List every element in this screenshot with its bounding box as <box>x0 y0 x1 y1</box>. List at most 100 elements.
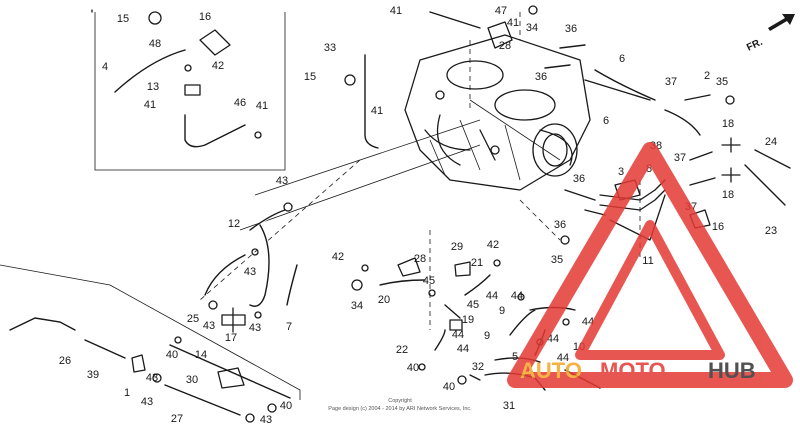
carburetor-assembly <box>404 34 591 191</box>
part-label: 25 <box>187 313 199 325</box>
part-label: 43 <box>203 320 215 332</box>
part-label: 29 <box>451 241 463 253</box>
part-label: 26 <box>59 355 71 367</box>
part-label: 45 <box>423 275 435 287</box>
part-label: 47 <box>495 5 507 17</box>
part-label: 40 <box>407 362 419 374</box>
part-label: 15 <box>117 13 129 25</box>
center-hoses <box>351 257 501 297</box>
part-label: 42 <box>332 251 344 263</box>
copyright-line2: Page design (c) 2004 - 2014 by ARI Netwo… <box>328 406 472 412</box>
part-label: 43 <box>260 414 272 426</box>
inset-hoses <box>114 11 262 148</box>
part-label: 20 <box>378 294 390 306</box>
part-label: 3 <box>618 166 624 178</box>
hose-33 <box>344 54 379 149</box>
warning-triangle-icon <box>507 142 793 388</box>
part-label: 11 <box>642 255 653 267</box>
part-label: 44 <box>557 352 569 364</box>
part-label: 2 <box>704 70 710 82</box>
part-label: 18 <box>722 118 734 130</box>
part-label: 16 <box>712 221 724 233</box>
part-label: 12 <box>228 218 240 230</box>
watermark-part1: AUTO <box>520 358 582 383</box>
part-label: 40 <box>280 400 292 412</box>
part-label: 41 <box>144 99 156 111</box>
part-label: 24 <box>765 136 777 148</box>
part-label: 45 <box>467 299 479 311</box>
part-label: 9 <box>499 305 505 317</box>
watermark-part2: MOTO <box>600 358 666 383</box>
part-label: 48 <box>149 38 161 50</box>
part-label: 7 <box>286 321 292 333</box>
part-label: 28 <box>414 253 426 265</box>
part-label: 42 <box>212 60 224 72</box>
part-label: 16 <box>199 11 211 23</box>
direction-arrow-icon <box>768 14 795 31</box>
part-label: 15 <box>304 71 316 83</box>
watermark-part3: HUB <box>708 358 756 383</box>
part-label: 32 <box>472 361 484 373</box>
part-label: 41 <box>507 17 519 29</box>
part-label: 36 <box>554 219 566 231</box>
hose-12 <box>204 202 298 307</box>
part-label: 33 <box>324 42 336 54</box>
part-label: 40 <box>443 381 455 393</box>
part-label: 6 <box>619 53 625 65</box>
part-label: 1 <box>124 387 130 399</box>
copyright-line1: Copyright <box>388 398 412 404</box>
part-label: 39 <box>87 369 99 381</box>
part-label: 28 <box>499 40 511 52</box>
part-label: 21 <box>471 257 483 269</box>
part-label: 22 <box>396 344 408 356</box>
tubes-26-39 <box>9 317 162 383</box>
part-label: 14 <box>195 349 207 361</box>
part-label: 8 <box>646 163 652 175</box>
part-label: 43 <box>146 372 158 384</box>
part-label: 4 <box>102 61 108 73</box>
frame-lines <box>0 99 561 400</box>
part-label: 43 <box>244 266 256 278</box>
part-label: 5 <box>512 351 518 363</box>
part-label: 23 <box>765 225 777 237</box>
part-label: 37 <box>665 76 677 88</box>
part-label: 36 <box>573 173 585 185</box>
part-label: 41 <box>371 105 383 117</box>
direction-marker: FR. <box>745 14 795 54</box>
joint-17 <box>208 300 262 333</box>
part-label: 40 <box>166 349 178 361</box>
part-label: 44 <box>457 343 469 355</box>
part-label: 36 <box>565 23 577 35</box>
part-label: 46 <box>234 97 246 109</box>
part-label: 37 <box>674 152 686 164</box>
part-label: 34 <box>351 300 363 312</box>
right-hose-segments <box>544 44 791 206</box>
direction-label: FR. <box>745 37 764 54</box>
part-label: 30 <box>186 374 198 386</box>
part-label: 43 <box>141 396 153 408</box>
part-label: 44 <box>452 329 464 341</box>
part-label: 41 <box>390 5 402 17</box>
top-hoses <box>429 5 538 49</box>
part-label: 44 <box>511 290 523 302</box>
part-label: 44 <box>486 290 498 302</box>
part-label: 41 <box>256 100 268 112</box>
part-label: 43 <box>276 175 288 187</box>
inset-box <box>91 9 286 171</box>
part-label: 34 <box>526 22 538 34</box>
part-label: 17 <box>225 332 237 344</box>
part-label: 43 <box>249 322 261 334</box>
part-label: 42 <box>487 239 499 251</box>
copyright-block: Copyright Page design (c) 2004 - 2014 by… <box>328 398 472 412</box>
part-label: 13 <box>147 81 159 93</box>
part-label: 35 <box>716 76 728 88</box>
part-label: 6 <box>603 115 609 127</box>
part-label: 27 <box>171 413 183 425</box>
part-label: 36 <box>535 71 547 83</box>
part-label: 19 <box>462 314 474 326</box>
tubes-14-27 <box>164 336 291 423</box>
part-label: 9 <box>484 330 490 342</box>
watermark-logo: AUTO MOTO HUB <box>507 142 793 388</box>
